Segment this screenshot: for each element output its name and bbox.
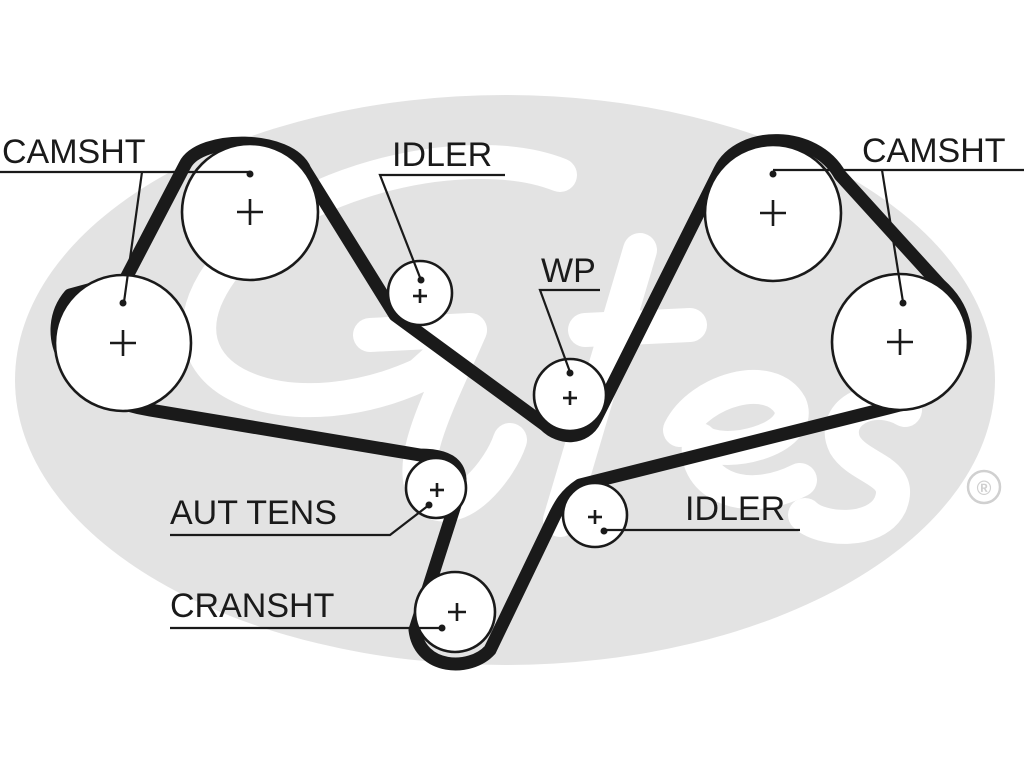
label-auto-tensioner: AUT TENS: [170, 494, 337, 532]
registered-mark-icon: ®: [966, 469, 1002, 505]
camshaft-left-top-pulley: [180, 142, 320, 282]
camshaft-right-bottom-pulley: [830, 272, 970, 412]
label-crankshaft: CRANSHT: [170, 587, 334, 625]
water-pump-pulley: [532, 357, 608, 433]
label-idler-top: IDLER: [392, 136, 492, 174]
label-water-pump: WP: [541, 252, 596, 290]
idler-top-pulley: [386, 259, 454, 327]
camshaft-left-bottom-pulley: [53, 273, 193, 413]
idler-bottom-pulley: [561, 481, 629, 549]
camshaft-right-top-pulley: [703, 143, 843, 283]
auto-tensioner-pulley: [404, 456, 468, 520]
label-idler-bottom: IDLER: [685, 490, 785, 528]
registered-mark: ®: [977, 478, 992, 500]
label-camshaft-left: CAMSHT: [2, 133, 146, 171]
crankshaft-pulley: [413, 570, 497, 654]
leader-lines: [0, 168, 1024, 630]
label-camshaft-right: CAMSHT: [862, 132, 1006, 170]
